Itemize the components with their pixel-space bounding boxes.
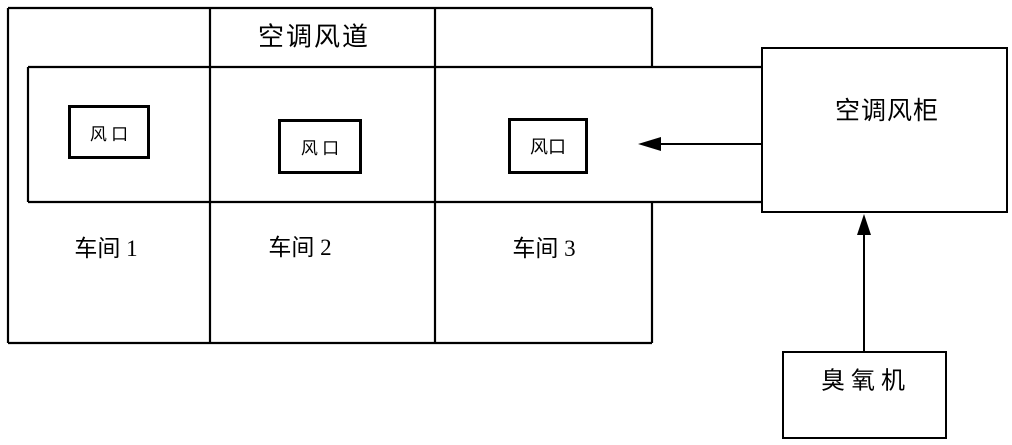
vent-box-1: 风 口: [68, 105, 150, 159]
cabinet-label: 空调风柜: [834, 98, 940, 125]
vent-label-1: 风 口: [89, 124, 129, 144]
duct-band-lines: [26, 65, 761, 204]
vent-box-3: 风口: [508, 118, 588, 174]
ozone-arrowhead: [857, 214, 871, 235]
vent-box-2: 风 口: [278, 119, 362, 174]
cabinet-box: [761, 47, 1008, 213]
vent-label-3: 风口: [530, 137, 566, 157]
airflow-arrowhead: [638, 137, 661, 151]
ozone-machine-label: 臭 氧 机: [821, 368, 905, 395]
workshop-separator-lines: [208, 8, 437, 343]
ozone-machine-box: [782, 351, 947, 439]
workshop-label-2: 车间 2: [268, 235, 332, 260]
outer-wall-lines: [6, 6, 654, 345]
vent-label-2: 风 口: [300, 139, 340, 158]
workshop-label-1: 车间 1: [74, 236, 138, 261]
workshop-label-3: 车间 3: [512, 236, 576, 261]
duct-label: 空调风道: [257, 22, 371, 52]
